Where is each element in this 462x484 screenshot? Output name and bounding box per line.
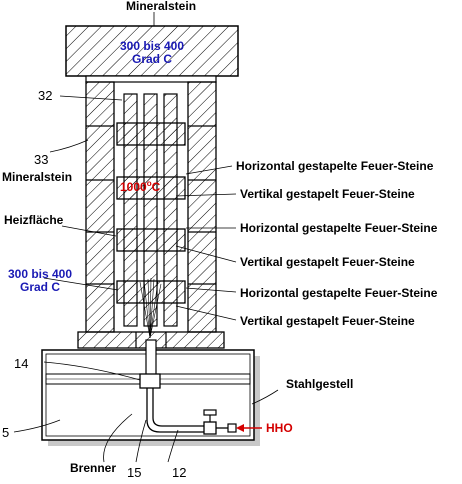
label-horizontal-bricks-2: Horizontal gestapelte Feuer-Steine — [240, 221, 438, 235]
label-temp-left-line2: Grad C — [19, 280, 60, 294]
burner-pipe — [139, 339, 237, 435]
label-temp-top-line1: 300 bis 400 — [119, 39, 185, 53]
label-top-mineral-stone: Mineralstein — [126, 0, 197, 13]
label-left-mineral-stone: Mineralstein — [2, 170, 73, 184]
label-ref-14: 14 — [14, 356, 29, 371]
label-vertical-bricks-1: Vertikal gestapelt Feuer-Steine — [240, 187, 415, 201]
vertical-fire-bricks — [123, 93, 178, 327]
left-wall — [85, 81, 115, 333]
label-ref-5: 5 — [2, 425, 10, 440]
label-vertical-bricks-3: Vertikal gestapelt Feuer-Steine — [240, 314, 415, 328]
label-horizontal-bricks-1: Horizontal gestapelte Feuer-Steine — [236, 159, 434, 173]
label-ref-32: 32 — [38, 88, 53, 103]
label-core-temperature: 1000oC — [120, 179, 161, 194]
label-temp-left: 300 bis 400 Grad C — [4, 268, 76, 294]
label-burner: Brenner — [70, 461, 117, 475]
horizontal-fire-brick-2 — [116, 176, 186, 200]
label-horizontal-bricks-3: Horizontal gestapelte Feuer-Steine — [240, 286, 438, 300]
leader-lines — [13, 12, 279, 463]
label-temp-top-line2: Grad C — [131, 52, 172, 66]
hho-arrow — [236, 424, 262, 432]
label-heating-surface: Heizfläche — [4, 213, 64, 227]
top-mineral-stone — [65, 25, 239, 77]
horizontal-fire-brick-1 — [116, 122, 186, 146]
label-temp-left-line1: 300 bis 400 — [7, 267, 73, 281]
label-core-temp-unit: C — [151, 180, 161, 194]
label-steel-frame: Stahlgestell — [286, 377, 354, 391]
label-core-temp-value: 1000 — [120, 180, 147, 194]
label-ref-12: 12 — [172, 465, 187, 480]
label-core-temp-degree: o — [146, 179, 152, 188]
label-vertical-bricks-2: Vertikal gestapelt Feuer-Steine — [240, 255, 415, 269]
label-temp-top: 300 bis 400 Grad C — [116, 40, 188, 66]
flame — [139, 277, 162, 339]
right-wall — [187, 81, 217, 333]
horizontal-fire-brick-3 — [116, 228, 186, 252]
label-ref-15: 15 — [127, 465, 142, 480]
label-hho: HHO — [266, 421, 293, 435]
label-ref-33: 33 — [34, 152, 49, 167]
top-beam — [85, 75, 217, 83]
